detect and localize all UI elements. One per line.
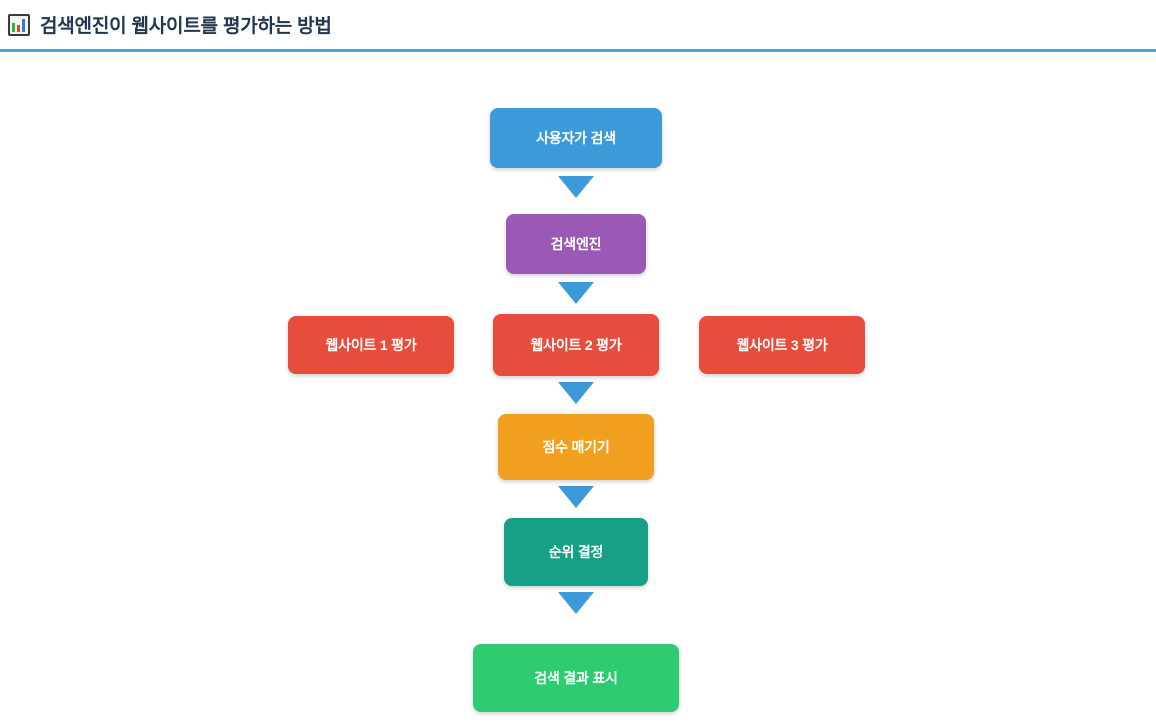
flow-arrow-down-icon-5 xyxy=(558,592,594,614)
flow-node-scoring[interactable]: 점수 매기기 xyxy=(498,414,654,480)
flow-arrow-down-icon-4 xyxy=(558,486,594,508)
flow-node-search-engine[interactable]: 검색엔진 xyxy=(506,214,646,274)
bar-chart-icon xyxy=(8,13,30,36)
flow-node-show-results[interactable]: 검색 결과 표시 xyxy=(473,644,679,712)
flow-node-website-3-evaluation[interactable]: 웹사이트 3 평가 xyxy=(699,316,865,374)
flow-arrow-down-icon-1 xyxy=(558,176,594,198)
flow-arrow-down-icon-3 xyxy=(558,382,594,404)
flow-node-website-1-evaluation[interactable]: 웹사이트 1 평가 xyxy=(288,316,454,374)
bar-chart-icon-bar-green xyxy=(12,22,15,32)
page-header: 검색엔진이 웹사이트를 평가하는 방법 xyxy=(0,0,1156,49)
header-divider xyxy=(0,49,1156,52)
flow-node-ranking[interactable]: 순위 결정 xyxy=(504,518,648,586)
bar-chart-icon-bar-red xyxy=(17,24,20,32)
page-title: 검색엔진이 웹사이트를 평가하는 방법 xyxy=(40,16,332,37)
bar-chart-icon-bar-blue xyxy=(22,18,25,32)
flowchart: 사용자가 검색 검색엔진 웹사이트 1 평가 웹사이트 2 평가 웹사이트 3 … xyxy=(0,52,1156,722)
flow-node-user-search[interactable]: 사용자가 검색 xyxy=(490,108,662,168)
flow-arrow-down-icon-2 xyxy=(558,282,594,304)
flow-node-website-2-evaluation[interactable]: 웹사이트 2 평가 xyxy=(493,314,659,376)
